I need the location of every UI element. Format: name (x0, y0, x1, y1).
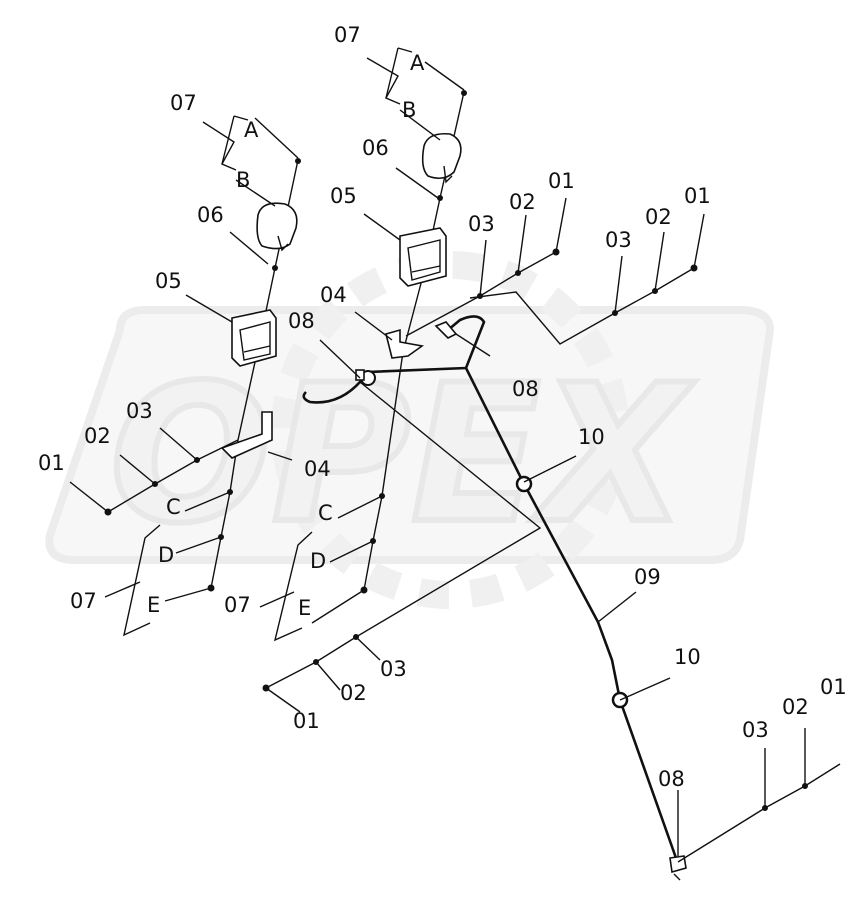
label-06: 06 (362, 136, 389, 160)
label-01: 01 (684, 184, 711, 208)
label-01: 01 (548, 169, 575, 193)
label-05: 05 (330, 184, 357, 208)
label-10: 10 (674, 645, 701, 669)
top-center-lamp-assembly (259, 47, 567, 642)
watermark-text: OPEX (110, 344, 696, 565)
label-08: 08 (658, 767, 685, 791)
label-E: E (147, 593, 160, 617)
label-03: 03 (380, 657, 407, 681)
label-10: 10 (578, 425, 605, 449)
label-E: E (298, 596, 311, 620)
label-02: 02 (645, 205, 672, 229)
label-07: 07 (334, 23, 361, 47)
label-03: 03 (126, 399, 153, 423)
label-02: 02 (84, 424, 111, 448)
label-01: 01 (38, 451, 65, 475)
label-01: 01 (293, 709, 320, 733)
label-01: 01 (820, 675, 847, 699)
label-02: 02 (340, 681, 367, 705)
label-05: 05 (155, 269, 182, 293)
label-06: 06 (197, 203, 224, 227)
label-02: 02 (509, 190, 536, 214)
label-D: D (158, 543, 174, 567)
label-08: 08 (288, 309, 315, 333)
label-04: 04 (304, 457, 331, 481)
top-left-lamp-assembly (69, 115, 301, 637)
label-04: 04 (320, 283, 347, 307)
main-harness (262, 213, 841, 881)
callout-labels: 07 A B 06 05 07 A B 06 05 01 02 03 01 02… (38, 23, 847, 791)
label-B: B (402, 98, 416, 122)
label-03: 03 (605, 228, 632, 252)
label-D: D (310, 549, 326, 573)
label-03: 03 (742, 718, 769, 742)
label-03: 03 (468, 212, 495, 236)
label-07: 07 (224, 593, 251, 617)
label-B: B (236, 168, 250, 192)
label-09: 09 (634, 565, 661, 589)
label-02: 02 (782, 695, 809, 719)
label-A: A (410, 51, 425, 75)
label-07: 07 (170, 91, 197, 115)
label-C: C (318, 501, 333, 525)
label-08: 08 (512, 377, 539, 401)
label-C: C (166, 495, 181, 519)
label-A: A (244, 118, 259, 142)
label-07: 07 (70, 589, 97, 613)
